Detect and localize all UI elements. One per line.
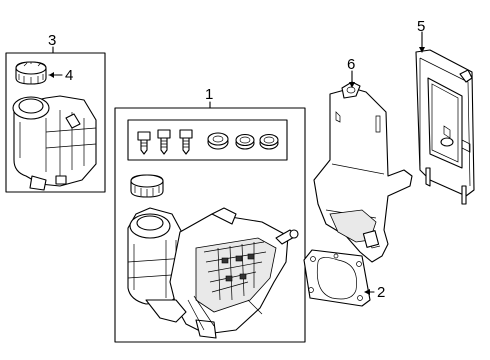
bolt [157,129,171,155]
brake-modulator-unit [127,207,299,339]
hardware-kit [137,129,279,155]
callout-6: 6 [347,56,356,73]
grommet [235,133,255,150]
gasket [303,249,375,307]
grommet [259,133,279,150]
reservoir-body [12,95,97,191]
callout-5: 5 [417,18,426,35]
callout-4: 4 [65,67,74,84]
reservoir-assembly-box [5,46,106,193]
callout-2: 2 [377,284,386,301]
modulator-assembly-box [114,101,306,343]
callout-1: 1 [205,86,214,103]
grommet [207,132,229,150]
bolt [179,129,193,155]
callout-3: 3 [48,32,57,49]
bolt [137,131,151,155]
control-module [415,31,475,205]
reservoir-cap [15,61,63,85]
mounting-bracket [313,70,413,263]
reservoir-cap-small [130,174,164,198]
